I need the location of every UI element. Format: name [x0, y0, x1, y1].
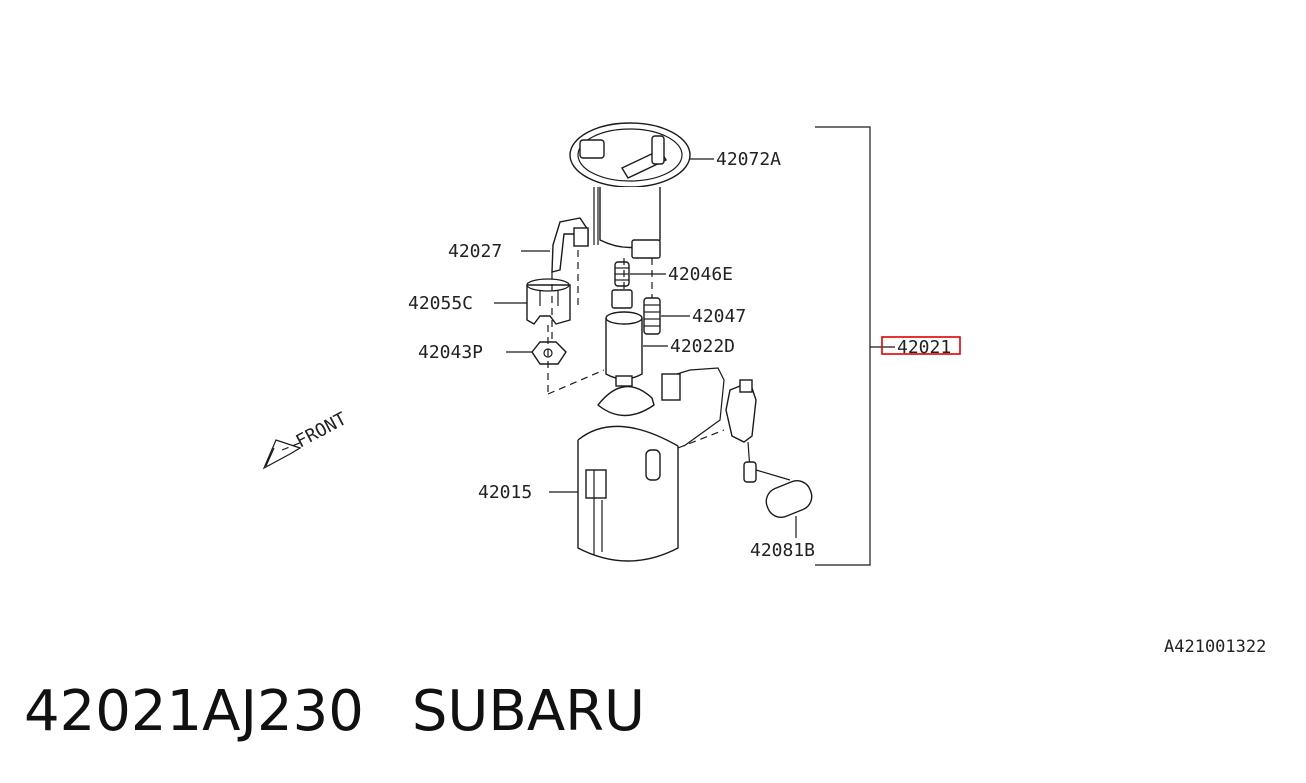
front-label: FRONT	[292, 408, 350, 452]
part-42047-spring	[643, 297, 661, 335]
label-42072a: 42072A	[716, 149, 781, 170]
label-42015: 42015	[478, 482, 532, 503]
label-42043p: 42043P	[418, 342, 483, 363]
part-42022d-pump	[597, 289, 655, 417]
assembly-bracket	[815, 126, 871, 566]
front-arrow-icon	[262, 439, 302, 470]
label-42055c: 42055C	[408, 293, 473, 314]
front-direction-indicator: FRONT	[262, 408, 350, 470]
part-42027-clip	[551, 217, 589, 273]
part-42055c-holder	[526, 278, 571, 325]
label-42046e: 42046E	[668, 264, 733, 285]
label-42027: 42027	[448, 241, 502, 262]
assembly-label-highlight	[881, 336, 961, 355]
part-42072a-flange	[569, 122, 691, 259]
part-42015-reservoir	[577, 425, 679, 562]
footer-brand: SUBARU	[411, 679, 646, 744]
part-42043p-retainer	[531, 341, 567, 365]
part-42081b-sender	[661, 367, 813, 518]
footer-part-number: 42021AJ230	[24, 679, 364, 744]
part-42046e-spring	[614, 261, 630, 287]
label-42021-assembly[interactable]: 42021	[897, 337, 951, 358]
label-42081b: 42081B	[750, 540, 815, 561]
assembly-dashed-lines	[547, 250, 725, 449]
label-42022d: 42022D	[670, 336, 735, 357]
diagram-code: A421001322	[1164, 637, 1266, 657]
label-42047: 42047	[692, 306, 746, 327]
